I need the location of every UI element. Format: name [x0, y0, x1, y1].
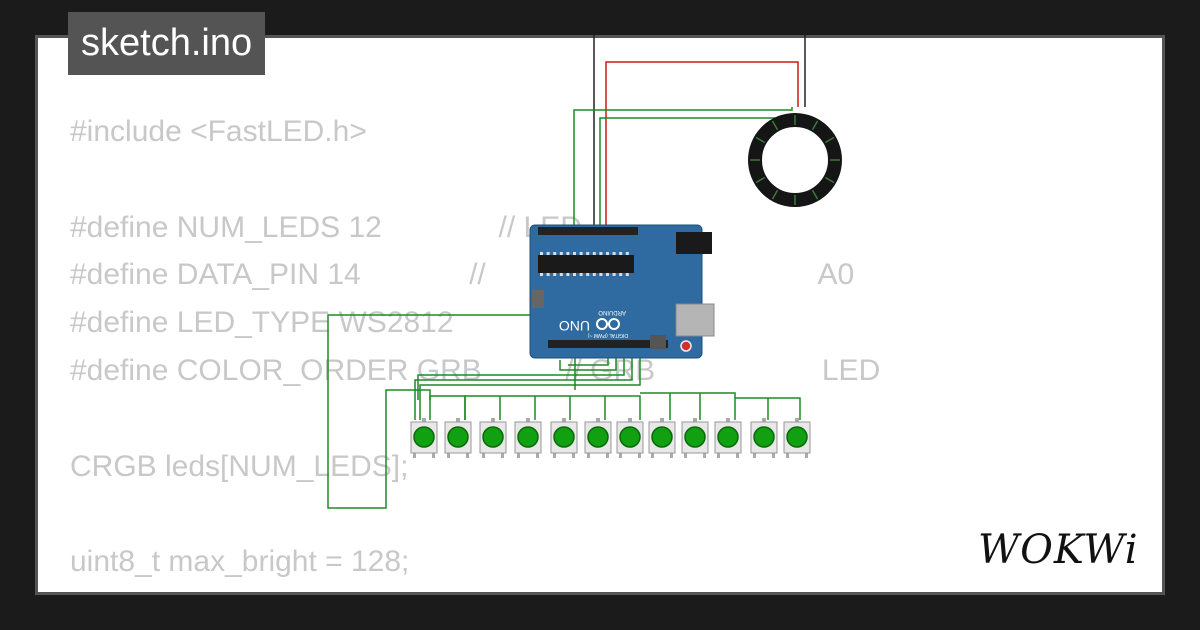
pushbutton-cap[interactable] [684, 426, 706, 448]
led-ring-pixel [824, 176, 835, 184]
pushbutton[interactable] [681, 418, 709, 458]
led-ring-pixel [811, 189, 819, 200]
pushbutton[interactable] [514, 418, 542, 458]
wire-btn-3 [417, 355, 625, 400]
code-line: #define LED_TYPE WS2812 [70, 306, 454, 340]
wire-red [605, 61, 799, 233]
pushbutton-cap[interactable] [619, 426, 641, 448]
pushbutton-cap[interactable] [651, 426, 673, 448]
pushbutton-cap[interactable] [482, 426, 504, 448]
wire-green-data [573, 107, 793, 233]
pushbutton[interactable] [584, 418, 612, 458]
wire-green-a [599, 117, 788, 233]
led-ring [748, 113, 842, 207]
wire-btn-2 [414, 355, 633, 420]
code-line: #define COLOR_ORDER GRB // GRB LED [70, 353, 881, 387]
pushbutton-cap[interactable] [553, 426, 575, 448]
pushbutton[interactable] [550, 418, 578, 458]
code-line: CRGB leds[NUM_LEDS]; [70, 449, 409, 483]
pushbutton[interactable] [714, 418, 742, 458]
pushbutton[interactable] [616, 418, 644, 458]
board-model: UNO [559, 318, 590, 334]
pushbutton-cap[interactable] [517, 426, 539, 448]
sketch-title: sketch.ino [68, 12, 266, 75]
pushbutton-cap[interactable] [447, 426, 469, 448]
pushbutton[interactable] [750, 418, 778, 458]
code-line: uint8_t max_bright = 128; [70, 545, 410, 579]
wokwi-logo: WOKWi [978, 527, 1139, 573]
pushbutton[interactable] [783, 418, 811, 458]
led-ring-pixel [755, 176, 766, 184]
pushbutton-cap[interactable] [587, 426, 609, 448]
pushbutton[interactable] [410, 418, 438, 458]
led-ring-pixel [824, 136, 835, 144]
wire-btn-4 [559, 355, 617, 371]
led-ring-pixel [755, 136, 766, 144]
wire-btn-1 [419, 355, 641, 420]
board-digital-label: DIGITAL (PWM ~) [588, 332, 628, 338]
pushbutton[interactable] [648, 418, 676, 458]
wires [327, 35, 806, 509]
pushbutton[interactable] [444, 418, 472, 458]
wokwi-logo-text: WOKWi [978, 527, 1139, 573]
wire-btn-row [429, 395, 466, 420]
pushbutton-cap[interactable] [786, 426, 808, 448]
pushbutton-cap[interactable] [413, 426, 435, 448]
led-ring-body [748, 113, 842, 207]
led-ring-pixel [771, 189, 779, 200]
board-brand: ARDUINO [598, 309, 626, 315]
pushbutton-cap[interactable] [717, 426, 739, 448]
pushbutton-row [410, 418, 811, 458]
code-line: #define DATA_PIN 14 // A0 [70, 258, 855, 292]
led-ring-pixel [771, 120, 779, 131]
wire-btn-loop [327, 314, 540, 509]
arduino-uno-board: UNO ARDUINO DIGITAL (PWM ~) [529, 224, 715, 359]
wire-btn-tops [464, 392, 801, 420]
arduino-logo-icon [596, 318, 620, 330]
pushbutton-cap[interactable] [753, 426, 775, 448]
led-ring-pixel [811, 120, 819, 131]
code-line: #include <FastLED.h> [70, 115, 367, 148]
pushbutton[interactable] [479, 418, 507, 458]
